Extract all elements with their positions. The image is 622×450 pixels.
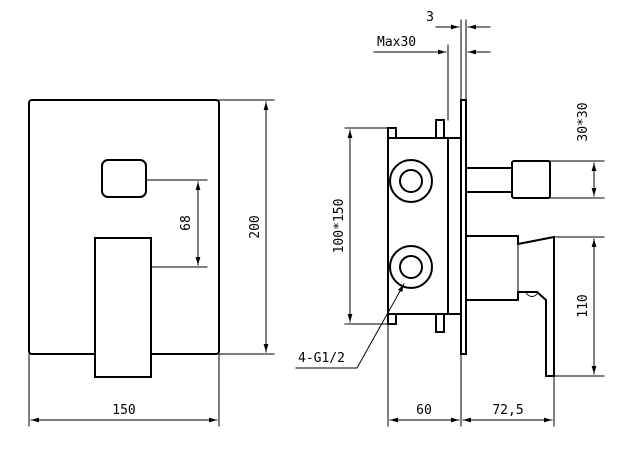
front-view [28,99,275,427]
dim-60-label: 60 [416,403,432,418]
dim-72-5: 72,5 [462,403,553,423]
dim-200-label: 200 [248,215,263,238]
dim-68-label: 68 [179,215,194,231]
mixer-lever-side [465,235,555,377]
thread-callout-label: 4-G1/2 [298,351,345,366]
dim-60: 60 [389,403,460,423]
diverter-knob-side [511,160,551,199]
port-lower [389,245,433,289]
dim-max30: Max30 [373,35,491,55]
dim-30x30-label: 30*30 [576,102,591,141]
sleeve [447,137,462,315]
thread-callout: 4-G1/2 [295,283,405,369]
dim-100x150: 100*150 [332,129,353,323]
dim-30x30: 30*30 [576,102,597,197]
dim-max30-label: Max30 [377,35,416,50]
cover-plate-side [460,99,467,355]
dim-150-label: 150 [112,403,135,418]
dim-110: 110 [576,238,597,375]
diverter-stem [465,167,513,193]
dim-72-5-label: 72,5 [492,403,523,418]
dim-150: 150 [30,403,218,423]
dim-3: 3 [426,10,491,30]
mixer-lever [94,237,152,378]
port-upper [389,159,433,203]
dim-3-label: 3 [426,10,434,25]
side-view [344,19,605,427]
dim-110-label: 110 [576,294,591,317]
dim-68: 68 [179,181,201,266]
diverter-knob [101,159,147,198]
dim-200: 200 [248,101,269,353]
dim-100x150-label: 100*150 [332,199,347,254]
